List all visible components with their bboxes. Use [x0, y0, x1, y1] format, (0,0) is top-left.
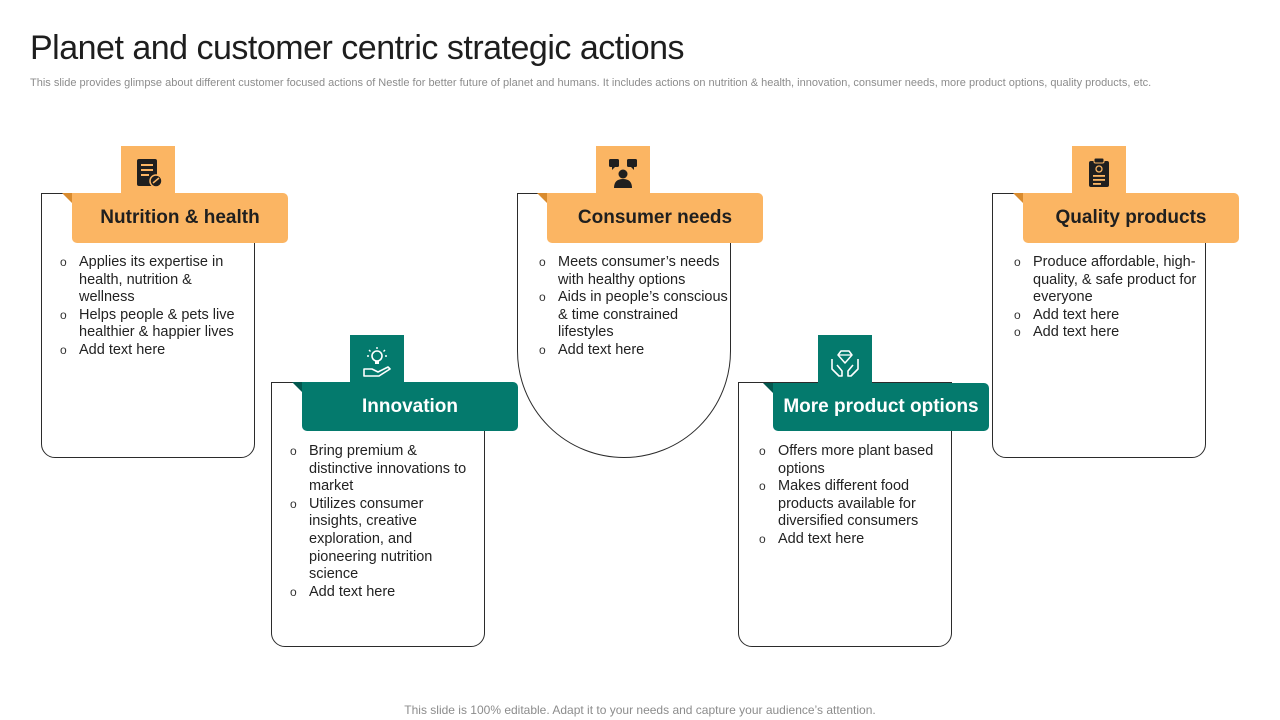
list-item: Produce affordable, high-quality, & safe…	[1014, 254, 1200, 307]
nutrition-list-icon	[137, 159, 163, 188]
nutrition-icon-box	[121, 146, 175, 200]
quality-products-label: Quality products	[1023, 193, 1239, 243]
list-item: Add text here	[290, 584, 470, 602]
consumer-chat-icon	[609, 159, 637, 188]
list-item: Bring premium & distinctive innovations …	[290, 443, 470, 496]
quality-products-label-fold	[1013, 193, 1023, 203]
page-title: Planet and customer centric strategic ac…	[30, 29, 685, 67]
list-item: Applies its expertise in health, nutriti…	[60, 254, 240, 307]
list-item: Add text here	[1014, 307, 1200, 325]
nutrition-health-label: Nutrition & health	[72, 193, 288, 243]
hands-diamond-icon	[831, 350, 859, 377]
list-item: Aids in people’s conscious & time constr…	[539, 289, 729, 342]
clipboard-quality-icon	[1089, 157, 1109, 187]
list-item: Utilizes consumer insights, creative exp…	[290, 496, 470, 584]
more-product-options-bullets: Offers more plant based options Makes di…	[759, 443, 939, 549]
innovation-bullets: Bring premium & distinctive innovations …	[290, 443, 470, 601]
list-item: Add text here	[1014, 324, 1200, 342]
nutrition-label-fold	[62, 193, 72, 203]
innovation-label: Innovation	[302, 382, 518, 431]
quality-products-icon-box	[1072, 146, 1126, 200]
innovation-label-fold	[292, 382, 302, 392]
list-item: Add text here	[539, 342, 729, 360]
more-product-options-icon-box	[818, 335, 872, 389]
list-item: Offers more plant based options	[759, 443, 939, 478]
page-subtitle: This slide provides glimpse about differ…	[30, 77, 1152, 89]
quality-products-bullets: Produce affordable, high-quality, & safe…	[1014, 254, 1200, 342]
nutrition-health-bullets: Applies its expertise in health, nutriti…	[60, 254, 240, 360]
list-item: Add text here	[759, 531, 939, 549]
consumer-needs-label: Consumer needs	[547, 193, 763, 243]
consumer-needs-icon-box	[596, 146, 650, 200]
list-item: Add text here	[60, 342, 240, 360]
more-product-options-label: More product options	[773, 383, 989, 431]
list-item: Makes different food products available …	[759, 478, 939, 531]
list-item: Helps people & pets live healthier & hap…	[60, 307, 240, 342]
footer-note: This slide is 100% editable. Adapt it to…	[404, 703, 876, 717]
consumer-needs-label-fold	[537, 193, 547, 203]
consumer-needs-bullets: Meets consumer’s needs with healthy opti…	[539, 254, 729, 360]
list-item: Meets consumer’s needs with healthy opti…	[539, 254, 729, 289]
more-product-options-label-fold	[763, 383, 773, 393]
innovation-icon-box	[350, 335, 404, 389]
innovation-bulb-hand-icon	[363, 347, 391, 377]
